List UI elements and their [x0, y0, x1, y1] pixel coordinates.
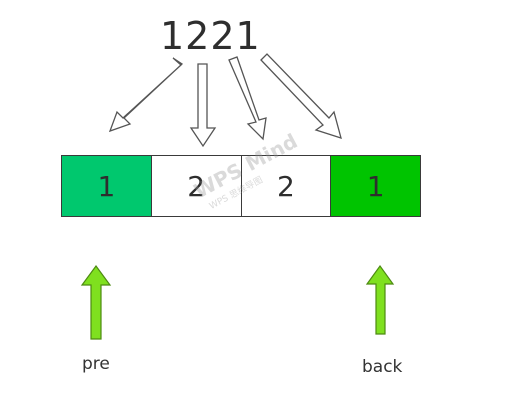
down-arrow-icon-3 [228, 56, 267, 141]
pointer-arrows [80, 264, 395, 340]
green-up-arrow-icon-pre [80, 264, 112, 340]
pre-label: pre [82, 354, 110, 374]
number-title: 1221 [160, 14, 261, 58]
green-up-arrow-icon-back [365, 264, 395, 335]
down-arrow-icon-1 [108, 57, 184, 133]
cell-2: 2 [151, 156, 242, 216]
cell-3: 2 [241, 156, 332, 216]
down-arrow-icon-4 [260, 53, 342, 139]
cell-4: 1 [331, 156, 420, 216]
digit-cells: 1 2 2 1 [61, 155, 421, 217]
cell-1: 1 [62, 156, 152, 216]
down-arrow-icon-2 [189, 63, 217, 148]
back-label: back [362, 357, 403, 377]
